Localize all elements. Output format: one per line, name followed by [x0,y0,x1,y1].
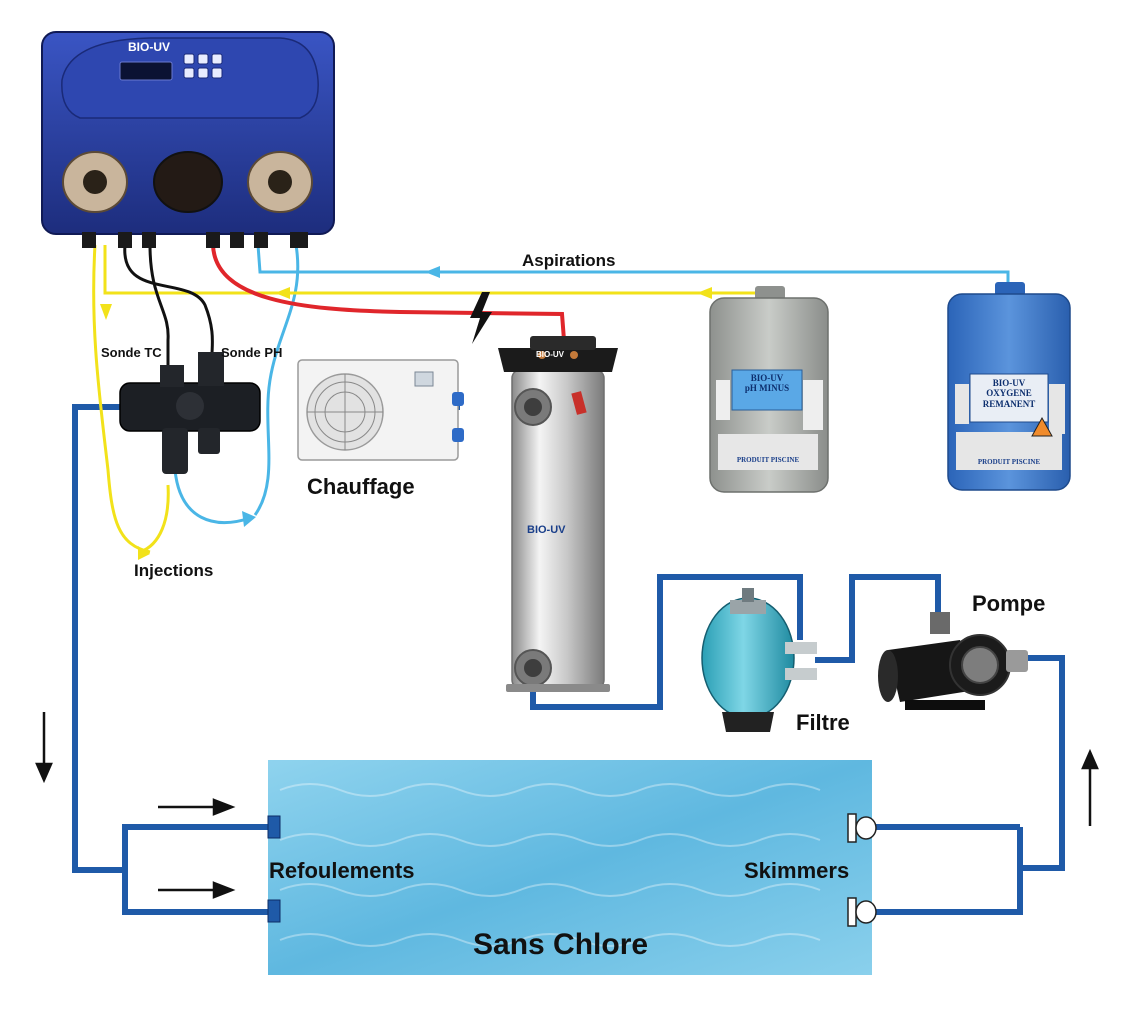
flow-arrow-right [158,881,236,899]
arrow-icon [275,287,290,299]
canister-oxygene-remanent [947,282,1071,491]
canister-footer: PRODUIT PISCINE [736,456,800,464]
canister-brand: BIO-UV [750,373,784,383]
filtre-label: Filtre [796,710,850,735]
canister-product: OXYGENE REMANENT [982,388,1036,409]
sonde-tc-label: Sonde TC [101,345,162,360]
pompe-label: Pompe [972,591,1046,616]
pool [268,760,872,975]
flow-arrow-right [158,798,236,816]
keypad-icon [183,53,223,79]
uv-reactor-brand: BIO-UV [527,524,566,536]
sand-filter [701,588,817,732]
skimmer-icon [847,897,877,927]
canister-brand: BIO-UV [992,378,1026,388]
arrow-icon [242,511,256,527]
aspiration-line-yellow [92,244,770,554]
uv-lid-brand: BIO-UV [536,350,564,359]
refoulements-label: Refoulements [269,858,415,883]
injections-label: Injections [134,561,214,580]
canister-label: BIO-UV OXYGENE REMANENT [970,378,1048,410]
canister-product: pH MINUS [744,383,790,393]
arrow-icon [697,287,712,299]
chauffage-label: Chauffage [307,474,415,499]
skimmer-icon [847,813,877,843]
dosing-control-unit [41,31,335,248]
sonde-ph-label: Sonde PH [221,345,283,360]
skimmers-label: Skimmers [744,858,850,883]
flow-arrow-down [35,712,53,784]
refoulement-nozzle [267,899,281,923]
canister-footer: PRODUIT PISCINE [977,458,1041,466]
circulation-pipe [72,404,1065,915]
heat-pump [297,359,464,461]
aspiration-line-cyan [173,244,1010,525]
pool-pump [878,612,1028,710]
refoulement-nozzle [267,815,281,839]
uv-reactor [498,336,618,692]
pool-label: Sans Chlore [473,928,649,961]
probe-holder [119,352,261,474]
connector-icon [82,232,308,248]
peristaltic-pump-icon [153,151,223,213]
arrow-icon [138,546,150,560]
power-cable [211,244,566,341]
arrow-icon [100,304,112,320]
probe-cable [123,244,214,370]
aspirations-label: Aspirations [522,251,616,270]
canister-ph-minus [709,286,829,493]
device-brand: BIO-UV [128,40,170,54]
lightning-icon [470,292,492,344]
arrow-icon [425,266,440,278]
flow-arrow-up [1081,748,1099,826]
canister-label: BIO-UV pH MINUS [732,373,802,393]
